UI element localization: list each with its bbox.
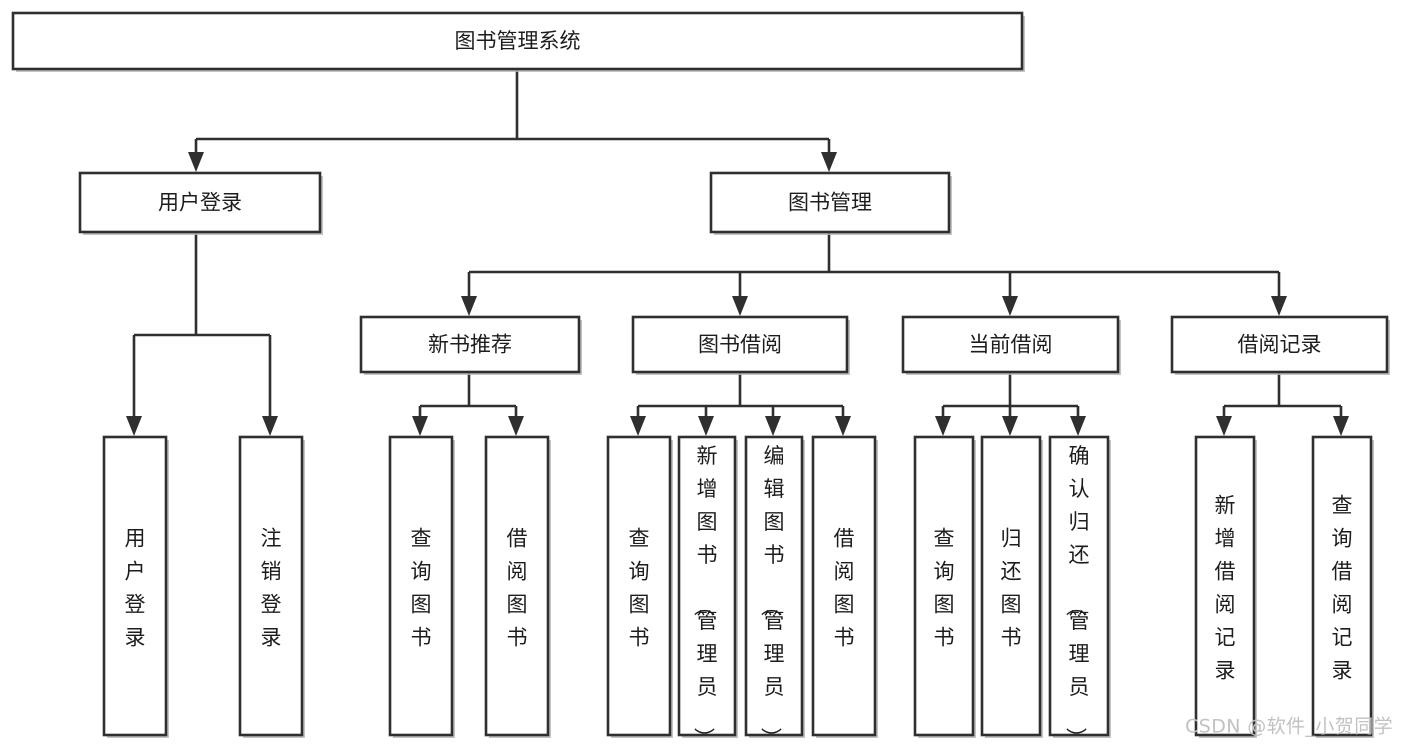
node-label: 用户登录 [125, 527, 146, 650]
csdn-watermark: CSDN @软件_小贺同学 [1185, 716, 1393, 738]
node-rect[interactable] [1048, 435, 1110, 737]
connector-current-borrow-to-leaves [935, 372, 1086, 436]
node-rect[interactable] [901, 315, 1120, 374]
leaf-node-leaf-query-record[interactable]: 查询借阅记录 [1311, 435, 1374, 738]
node-rect[interactable] [709, 171, 951, 234]
leaf-node-leaf-add-book[interactable]: 新增图书（管理员） [677, 435, 738, 747]
node-label: 借阅记录 [1238, 333, 1322, 357]
connector-user-login-to-leaves [126, 232, 278, 436]
level2-node-user-login[interactable]: 用户登录 [78, 171, 323, 235]
level2-node-book-manage[interactable]: 图书管理 [709, 171, 952, 235]
arrow-head-icon [630, 416, 646, 436]
node-label: 归还图书 [1001, 527, 1022, 650]
arrow-head-icon [732, 296, 748, 316]
level3-node-borrow-record[interactable]: 借阅记录 [1170, 315, 1390, 375]
arrow-head-icon [1216, 416, 1232, 436]
leaf-node-leaf-query-book-3[interactable]: 查询图书 [913, 435, 976, 738]
arrow-head-icon [935, 416, 951, 436]
connector-new-book-rec-to-leaves [412, 372, 524, 436]
node-rect[interactable] [631, 315, 849, 374]
node-rect[interactable] [677, 435, 737, 737]
watermark-layer: CSDN @软件_小贺同学 [1185, 716, 1393, 738]
node-label: 新增借阅记录 [1215, 494, 1236, 683]
node-label: 查询图书 [411, 527, 432, 650]
leaf-node-leaf-borrow-book-2[interactable]: 借阅图书 [811, 435, 878, 738]
leaf-node-leaf-query-book-1[interactable]: 查询图书 [388, 435, 455, 738]
connector-borrow-record-to-leaves [1216, 372, 1349, 436]
node-rect[interactable] [238, 435, 304, 737]
node-rect[interactable] [484, 435, 550, 737]
leaf-node-leaf-logout[interactable]: 注销登录 [238, 435, 305, 738]
level3-node-current-borrow[interactable]: 当前借阅 [901, 315, 1121, 375]
level3-node-book-borrow[interactable]: 图书借阅 [631, 315, 850, 375]
node-label: 借阅图书 [507, 527, 528, 650]
arrow-head-icon [821, 152, 837, 172]
node-rect[interactable] [913, 435, 975, 737]
arrow-head-icon [412, 416, 428, 436]
node-label: 图书借阅 [698, 333, 782, 357]
node-label: 确认归还（管理员） [1064, 444, 1090, 747]
node-rect[interactable] [359, 315, 581, 374]
arrow-head-icon [1333, 416, 1349, 436]
node-label: 当前借阅 [969, 333, 1053, 357]
root-node-root[interactable]: 图书管理系统 [11, 11, 1025, 72]
leaf-node-leaf-return-book[interactable]: 归还图书 [980, 435, 1043, 738]
arrow-head-icon [508, 416, 524, 436]
arrow-head-icon [188, 152, 204, 172]
arrow-head-icon [126, 416, 142, 436]
node-rect[interactable] [1170, 315, 1389, 374]
arrow-head-icon [1271, 296, 1287, 316]
node-label: 用户登录 [158, 191, 242, 215]
node-rect[interactable] [102, 435, 168, 737]
node-label: 借阅图书 [834, 527, 855, 650]
connector-layer [126, 69, 1349, 436]
node-label: 查询借阅记录 [1332, 494, 1353, 683]
node-rect[interactable] [744, 435, 804, 737]
leaf-node-leaf-query-book-2[interactable]: 查询图书 [606, 435, 673, 738]
connector-book-manage-to-level3 [461, 232, 1287, 316]
connector-root-to-level2 [188, 69, 837, 172]
arrow-head-icon [835, 416, 851, 436]
arrow-head-icon [698, 416, 714, 436]
node-label: 图书管理系统 [455, 29, 581, 53]
node-label: 新增图书（管理员） [692, 444, 718, 747]
arrow-head-icon [262, 416, 278, 436]
node-rect[interactable] [811, 435, 877, 737]
leaf-node-leaf-confirm-return[interactable]: 确认归还（管理员） [1048, 435, 1111, 747]
leaf-node-leaf-add-record[interactable]: 新增借阅记录 [1194, 435, 1257, 738]
node-rect[interactable] [1311, 435, 1373, 737]
node-rect[interactable] [388, 435, 454, 737]
arrow-head-icon [765, 416, 781, 436]
leaf-node-leaf-borrow-book-1[interactable]: 借阅图书 [484, 435, 551, 738]
leaf-node-leaf-edit-book[interactable]: 编辑图书（管理员） [744, 435, 805, 747]
node-label: 查询图书 [934, 527, 955, 650]
arrow-head-icon [1002, 296, 1018, 316]
connector-book-borrow-to-leaves [630, 372, 851, 436]
node-layer: 图书管理系统用户登录图书管理新书推荐图书借阅当前借阅借阅记录用户登录注销登录查询… [11, 11, 1390, 747]
level3-node-new-book-rec[interactable]: 新书推荐 [359, 315, 582, 375]
arrow-head-icon [1070, 416, 1086, 436]
arrow-head-icon [461, 296, 477, 316]
node-rect[interactable] [606, 435, 672, 737]
node-label: 编辑图书（管理员） [759, 444, 785, 747]
node-rect[interactable] [1194, 435, 1256, 737]
node-label: 新书推荐 [428, 333, 512, 357]
node-rect[interactable] [11, 11, 1024, 71]
node-label: 查询图书 [629, 527, 650, 650]
node-rect[interactable] [78, 171, 322, 234]
node-label: 注销登录 [261, 527, 282, 650]
node-rect[interactable] [980, 435, 1042, 737]
arrow-head-icon [1002, 416, 1018, 436]
leaf-node-leaf-user-login[interactable]: 用户登录 [102, 435, 169, 738]
node-label: 图书管理 [788, 191, 872, 215]
